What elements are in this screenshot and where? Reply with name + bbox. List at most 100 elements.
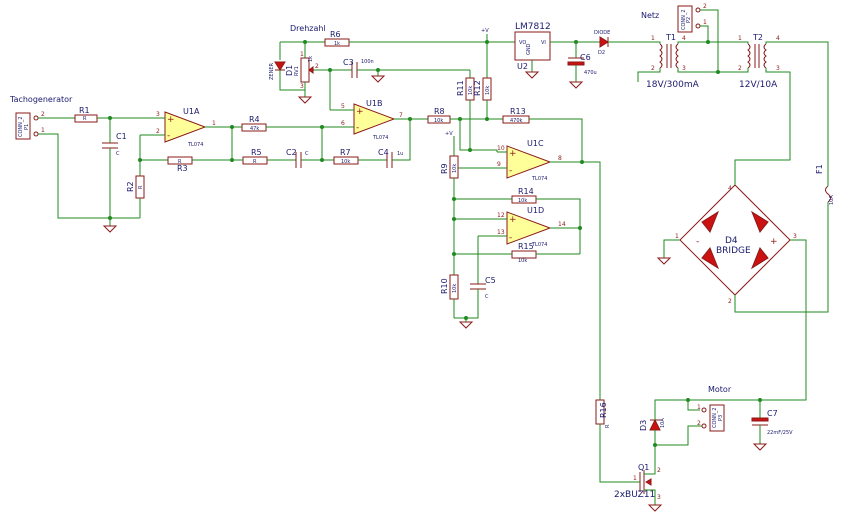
d4-pin4: 4 <box>728 185 732 192</box>
r11-ref: R11 <box>456 80 465 96</box>
ground-symbol <box>297 96 313 104</box>
opamp-u1c: + - 10 9 8 U1C TL074 <box>497 139 562 182</box>
resistor-r5: R5 R <box>242 148 268 165</box>
u1b-minus: - <box>356 123 359 133</box>
ground-symbol <box>647 504 663 512</box>
d4-val: BRIDGE <box>716 246 751 256</box>
resistor-r3: R R3 <box>167 156 193 173</box>
r10-val: 10k <box>452 284 458 293</box>
capacitor-c6: C6 470u <box>567 42 597 89</box>
p2-pin2: 2 <box>703 3 707 10</box>
t2-val: 12V/10A <box>739 80 778 90</box>
r15-val: 10k <box>518 258 527 264</box>
p3-ref: P3 <box>718 415 724 421</box>
c1-val: C <box>116 151 120 157</box>
c5-ref: C5 <box>485 276 496 285</box>
u2-gnd: GND <box>526 43 532 55</box>
r2-ref: R2 <box>126 181 135 192</box>
resistor-r4: R4 47k <box>241 115 267 132</box>
d4-pin1: 1 <box>675 233 679 240</box>
tacho-title: Tachogenerator <box>9 95 73 104</box>
q1-pin3: 3 <box>657 494 661 501</box>
u1d-val: TL074 <box>531 242 547 248</box>
q1-val: 2xBUZ11 <box>614 490 655 500</box>
vplus2-label: +V <box>445 131 453 137</box>
vplus-label: +V <box>481 28 489 34</box>
resistor-r1: R1 R <box>74 106 98 123</box>
resistor-r13: R13 470k <box>502 107 530 124</box>
u1c-ref: U1C <box>527 139 544 148</box>
rv1-ref: RV1 <box>294 66 300 76</box>
r2-val: R <box>138 185 144 189</box>
u2-vi: VI <box>541 40 546 46</box>
q1-pin1: 1 <box>633 475 637 482</box>
p3-val: CONN_2 <box>712 407 718 428</box>
t2-pin3: 3 <box>776 65 780 72</box>
resistor-r7: R7 10k <box>333 148 359 165</box>
c6-val: 470u <box>584 70 597 76</box>
regulator-u2: LM7812 VO VI GND U2 <box>514 22 551 79</box>
d4-pin2: 2 <box>728 298 732 305</box>
u1d-pin13: 13 <box>497 229 505 236</box>
d2-val: DIODE <box>594 30 610 36</box>
potentiometer-rv1: RV1 1k 1 3 2 <box>294 42 319 97</box>
u1b-pin7: 7 <box>399 112 403 119</box>
rv1-pin2: 2 <box>315 63 319 70</box>
c2-ref: C2 <box>286 148 297 157</box>
p2-pin1: 1 <box>703 19 707 26</box>
r12-ref: R12 <box>473 80 482 96</box>
r9-ref: R9 <box>440 163 449 174</box>
r3-val: R <box>178 159 182 165</box>
u1d-pin14: 14 <box>558 221 566 228</box>
d4-minus: - <box>696 237 699 247</box>
u1a-ref: U1A <box>183 107 200 116</box>
r3-ref: R3 <box>177 164 188 173</box>
u1c-plus: + <box>509 149 517 159</box>
motor-title: Motor <box>708 385 732 394</box>
drehzahl-title: Drehzahl <box>290 24 326 33</box>
r4-ref: R4 <box>249 115 260 124</box>
p1-pin1: 1 <box>41 127 45 134</box>
transformer-t1: T1 18V/300mA 1 2 4 3 <box>646 33 718 90</box>
resistor-r9: R9 10k <box>440 150 459 179</box>
u1a-pin3: 3 <box>156 111 160 118</box>
t2-pin4: 4 <box>776 35 780 42</box>
resistor-r15: R15 10k <box>511 242 537 264</box>
opamp-u1a: + - 3 2 1 U1A TL074 <box>155 107 216 148</box>
r16-val: R <box>605 424 611 428</box>
u1d-plus: + <box>509 215 517 225</box>
r15-ref: R15 <box>518 242 534 251</box>
capacitor-c3: C3 100n <box>343 58 374 78</box>
c7-val: 22mF/25V <box>767 430 793 436</box>
u1a-pin2: 2 <box>156 128 160 135</box>
resistor-r16: R16 R <box>595 399 630 483</box>
d3-ref: D3 <box>639 420 648 431</box>
d1-val: ZENER <box>269 63 275 80</box>
mosfet-q1: Q1 2xBUZ11 1 2 3 <box>614 445 661 505</box>
u1c-minus: - <box>509 166 512 176</box>
q1-pin2: 2 <box>657 467 661 474</box>
diode-d2: DIODE D2 <box>594 30 610 56</box>
u1a-val: TL074 <box>187 142 203 148</box>
u1d-ref: U1D <box>527 206 544 215</box>
r8-val: 10k <box>434 118 443 124</box>
u1c-pin9: 9 <box>497 161 501 168</box>
u1b-ref: U1B <box>366 99 382 108</box>
p2-val: CONN_2 <box>681 9 687 30</box>
u1c-pin10: 10 <box>497 145 505 152</box>
u1c-pin8: 8 <box>558 155 562 162</box>
u1a-minus: - <box>167 131 170 141</box>
u1a-plus: + <box>167 115 175 125</box>
rv1-pin1: 1 <box>300 51 304 58</box>
p1-val: CONN_2 <box>18 116 24 137</box>
ground-symbol <box>370 75 386 83</box>
t1-pin3: 3 <box>682 65 686 72</box>
r14-val: 10k <box>518 198 527 204</box>
resistor-r8: R8 10k <box>427 107 451 124</box>
u1a-pin1: 1 <box>212 120 216 127</box>
netz-title: Netz <box>641 11 659 20</box>
c6-ref: C6 <box>580 53 591 62</box>
r7-val: 10k <box>341 159 350 165</box>
u2-name: U2 <box>517 62 528 71</box>
d4-ref: D4 <box>725 236 738 246</box>
